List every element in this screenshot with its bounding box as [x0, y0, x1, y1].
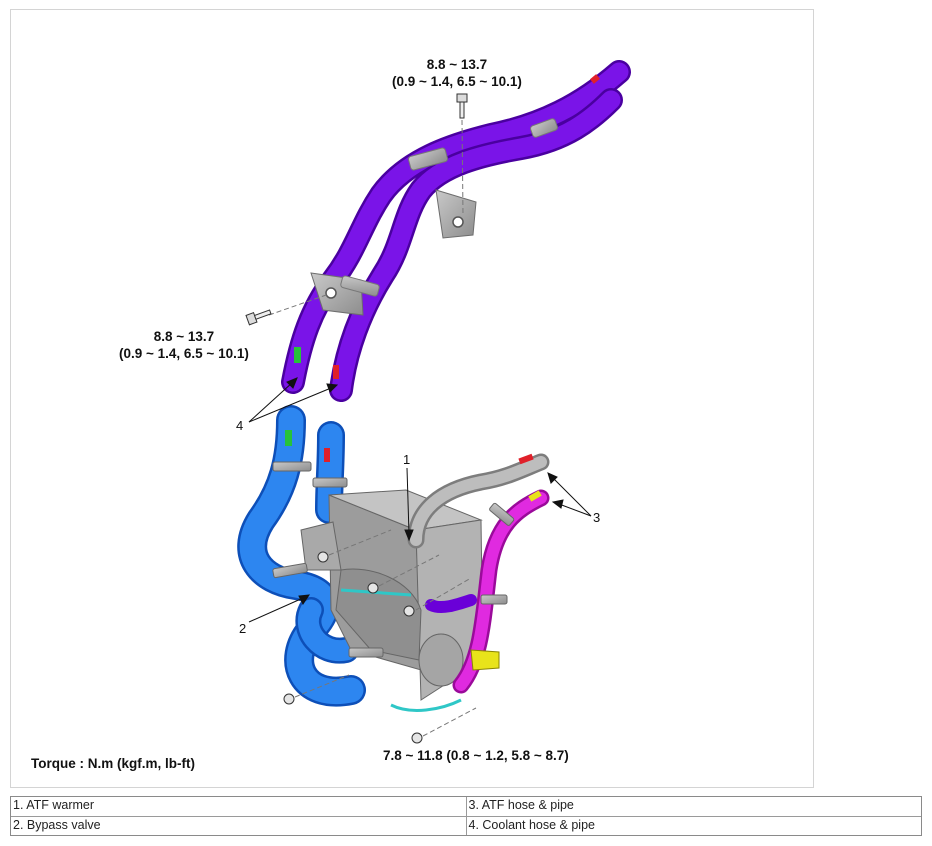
callout-3: 3	[593, 510, 601, 525]
callout-2: 2	[239, 621, 247, 636]
marker-red	[324, 448, 330, 462]
bolt-top	[456, 93, 468, 216]
pipe-bracket-top	[408, 118, 558, 239]
marker-green	[294, 347, 301, 363]
parts-legend: 1. ATF warmer 3. ATF hose & pipe 2. Bypa…	[10, 796, 922, 836]
figure-frame: 8.8 ~ 13.7 (0.9 ~ 1.4, 6.5 ~ 10.1) 8.8 ~…	[10, 9, 814, 788]
legend-row: 1. ATF warmer 3. ATF hose & pipe	[10, 796, 922, 817]
legend-item-atf-warmer: 1. ATF warmer	[10, 796, 467, 817]
warmer-bolts	[283, 529, 477, 744]
legend-item-atf-hose-pipe: 3. ATF hose & pipe	[465, 796, 922, 817]
marker-yellow	[528, 490, 542, 502]
torque-spec-top: 8.8 ~ 13.7 (0.9 ~ 1.4, 6.5 ~ 10.1)	[392, 56, 522, 90]
marker-red	[518, 453, 534, 465]
torque-unit-note: Torque : N.m (kgf.m, lb-ft)	[31, 756, 195, 771]
torque-value: 7.8 ~ 11.8 (0.8 ~ 1.2, 5.8 ~ 8.7)	[383, 748, 569, 763]
callout-1: 1	[403, 452, 411, 467]
legend-item-bypass-valve: 2. Bypass valve	[10, 815, 467, 836]
torque-spec-left: 8.8 ~ 13.7 (0.9 ~ 1.4, 6.5 ~ 10.1)	[119, 328, 249, 362]
hose-clamps	[272, 461, 515, 658]
marker-green	[285, 430, 292, 446]
atf-metal-pipe	[407, 453, 550, 549]
callout-4: 4	[236, 418, 244, 433]
pipe-bracket-left	[310, 272, 380, 316]
exploded-diagram	[237, 60, 631, 744]
marker-red	[590, 74, 600, 84]
legend-row: 2. Bypass valve 4. Coolant hose & pipe	[10, 815, 922, 836]
torque-value: 8.8 ~ 13.7	[426, 57, 488, 72]
marker-red	[333, 365, 339, 379]
callout-leaders	[248, 377, 592, 623]
torque-alt-units: (0.9 ~ 1.4, 6.5 ~ 10.1)	[392, 74, 522, 89]
yellow-bracket	[470, 649, 500, 671]
torque-value: 8.8 ~ 13.7	[153, 329, 215, 344]
atf-warmer-body	[300, 489, 484, 712]
legend-item-coolant-hose-pipe: 4. Coolant hose & pipe	[465, 815, 922, 836]
torque-spec-bottom: 7.8 ~ 11.8 (0.8 ~ 1.2, 5.8 ~ 8.7)	[383, 747, 569, 764]
torque-alt-units: (0.9 ~ 1.4, 6.5 ~ 10.1)	[119, 346, 249, 361]
bolt-left	[245, 293, 330, 326]
